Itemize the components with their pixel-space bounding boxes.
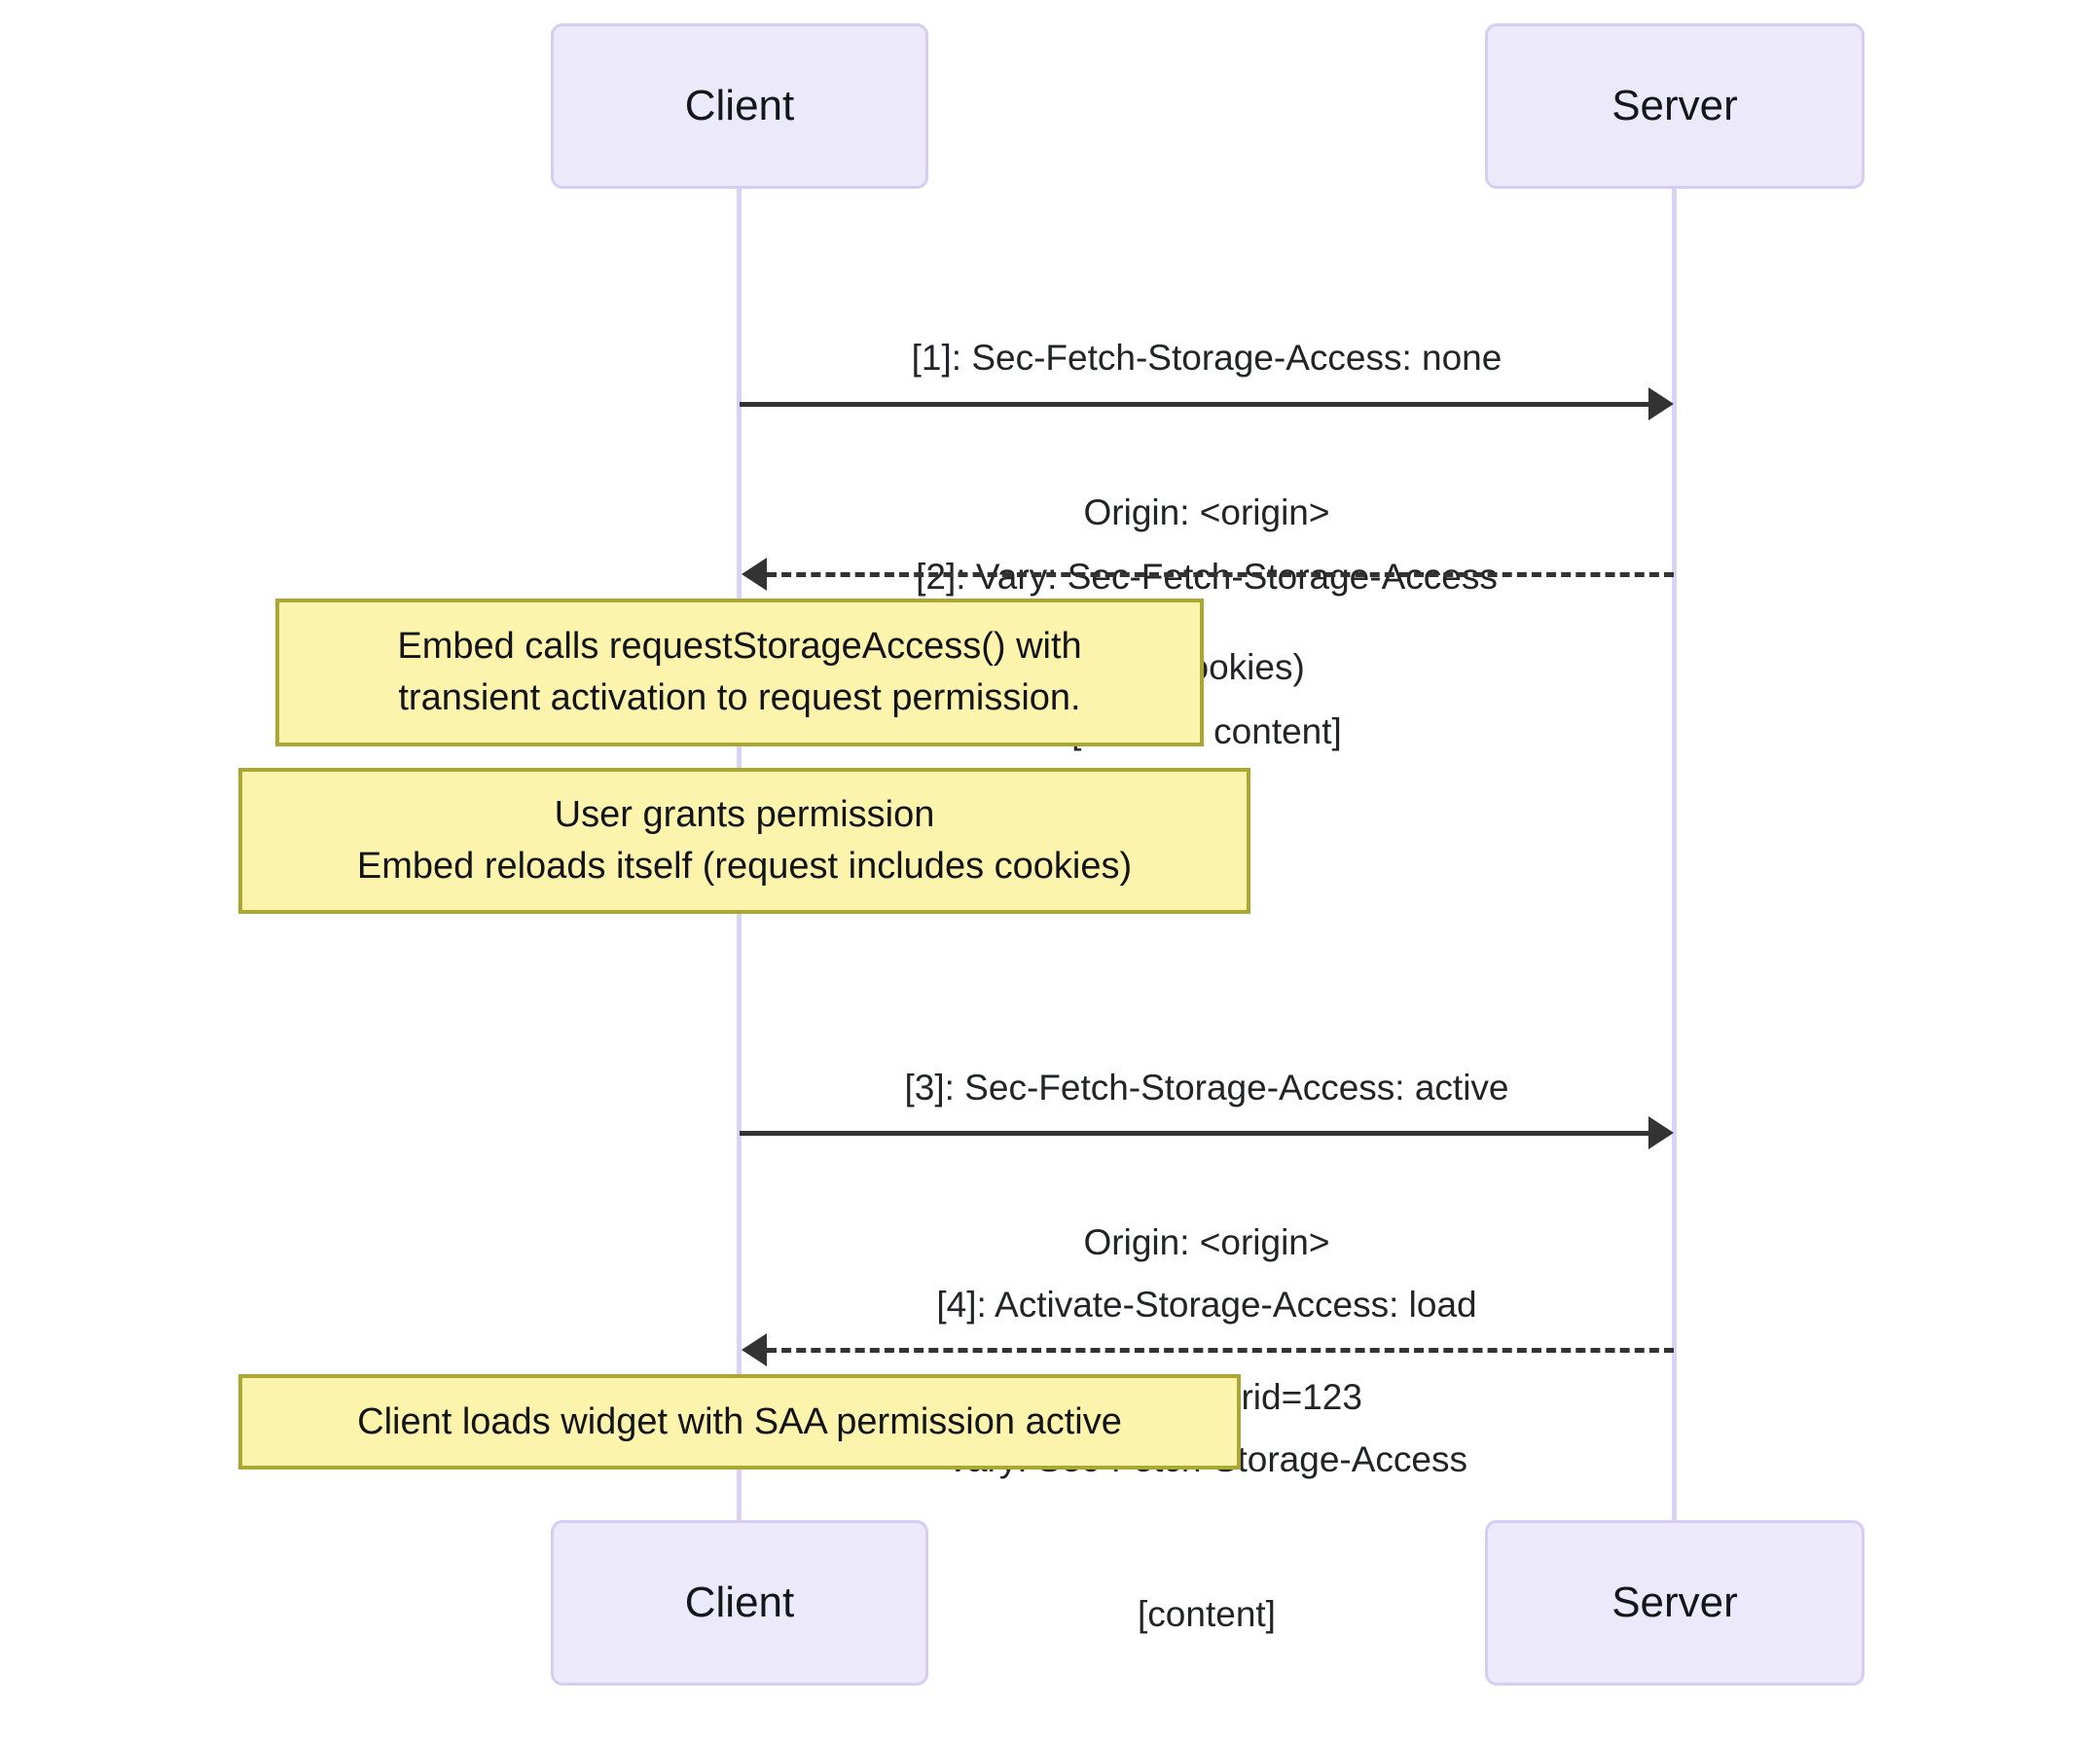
message-arrow-4-head bbox=[742, 1333, 767, 1366]
message-label-1: [1]: Sec-Fetch-Storage-Access: none Orig… bbox=[740, 229, 1674, 796]
message-4-line-3: [content] bbox=[1138, 1594, 1276, 1634]
note-1-line-2: transient activation to request permissi… bbox=[398, 677, 1081, 718]
participant-label-client-bottom: Client bbox=[684, 1579, 795, 1626]
participant-box-server-bottom[interactable]: Server bbox=[1485, 1520, 1865, 1686]
participant-box-client-top[interactable]: Client bbox=[551, 23, 928, 189]
participant-box-server-top[interactable]: Server bbox=[1485, 23, 1865, 189]
message-arrow-3-line bbox=[740, 1131, 1649, 1136]
message-4-line-1: [4]: Activate-Storage-Access: load bbox=[936, 1285, 1477, 1325]
message-arrow-2-head bbox=[742, 558, 767, 591]
message-1-line-1: [1]: Sec-Fetch-Storage-Access: none bbox=[911, 338, 1503, 378]
message-arrow-4-line bbox=[767, 1348, 1674, 1353]
participant-label-server-top: Server bbox=[1611, 82, 1738, 129]
message-arrow-2-line bbox=[767, 572, 1674, 577]
note-2-line-1: User grants permission bbox=[554, 794, 935, 835]
participant-box-client-bottom[interactable]: Client bbox=[551, 1520, 928, 1686]
message-1-line-2: Origin: <origin> bbox=[1083, 492, 1330, 532]
note-2-line-2: Embed reloads itself (request includes c… bbox=[356, 846, 1133, 887]
participant-label-server-bottom: Server bbox=[1611, 1579, 1738, 1626]
lifeline-server bbox=[1672, 188, 1677, 1521]
message-3-line-1: [3]: Sec-Fetch-Storage-Access: active bbox=[904, 1068, 1509, 1108]
note-box-2: User grants permission Embed reloads its… bbox=[238, 768, 1250, 914]
message-arrow-1-line bbox=[740, 402, 1649, 407]
note-3-line-1: Client loads widget with SAA permission … bbox=[357, 1400, 1122, 1442]
note-box-3: Client loads widget with SAA permission … bbox=[238, 1374, 1241, 1470]
note-1-line-1: Embed calls requestStorageAccess() with bbox=[397, 626, 1082, 667]
message-3-line-2: Origin: <origin> bbox=[1083, 1222, 1330, 1262]
message-label-3: [3]: Sec-Fetch-Storage-Access: active Or… bbox=[740, 959, 1674, 1526]
message-arrow-1-head bbox=[1648, 387, 1674, 420]
message-arrow-3-head bbox=[1648, 1116, 1674, 1149]
participant-label-client-top: Client bbox=[684, 82, 795, 129]
note-box-1: Embed calls requestStorageAccess() with … bbox=[275, 599, 1204, 746]
